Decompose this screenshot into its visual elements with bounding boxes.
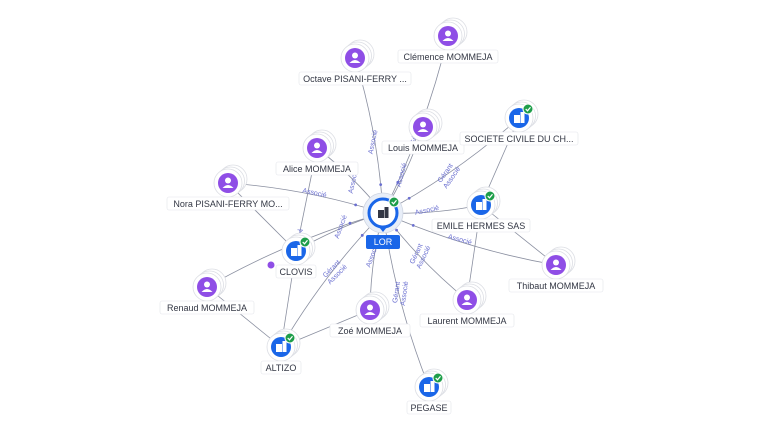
edge-label-octave: Associé	[368, 129, 380, 155]
verified-check-icon	[299, 236, 311, 248]
node-label-louis: Louis MOMMEJA	[388, 143, 458, 153]
graph-node-alice[interactable]: Alice MOMMEJA	[275, 129, 359, 176]
center-node-pointer	[379, 227, 387, 232]
edge-label-clovis: Associé	[334, 214, 349, 240]
edge-label-thibaut: Associé	[447, 234, 473, 247]
person-icon	[364, 304, 376, 315]
building-icon	[476, 199, 487, 210]
expand-dot-icon[interactable]	[267, 261, 275, 269]
edge-arrow-altizo	[360, 233, 364, 237]
graph-node-zoe[interactable]: Zoé MOMMEJA	[329, 291, 411, 338]
node-label-renaud: Renaud MOMMEJA	[167, 303, 247, 313]
graph-node-nora[interactable]: Nora PISANI-FERRY MO...	[166, 164, 290, 211]
building-icon	[291, 245, 302, 256]
node-label-box	[275, 161, 359, 176]
node-label-zoe: Zoé MOMMEJA	[338, 326, 402, 336]
node-label-box	[381, 140, 465, 155]
graph-node-altizo[interactable]: ALTIZO	[260, 328, 302, 375]
edge-thibaut-lor	[382, 212, 557, 266]
edge-label-pegase: Associé	[400, 281, 410, 306]
edge-arrow-renaud	[348, 221, 352, 225]
graph-node-louis[interactable]: Louis MOMMEJA	[381, 108, 465, 155]
node-label-emile: EMILE HERMES SAS	[437, 221, 526, 231]
node-label-box	[329, 323, 411, 338]
person-icon	[461, 294, 473, 305]
edge-label-louis: Associé	[396, 162, 409, 188]
graph-node-thibaut[interactable]: Thibaut MOMMEJA	[508, 246, 604, 293]
node-label-societe: SOCIETE CIVILE DU CH...	[464, 134, 573, 144]
person-icon	[311, 142, 323, 153]
verified-check-icon	[284, 332, 296, 344]
node-label-pegase: PEGASE	[410, 403, 447, 413]
person-icon	[550, 259, 562, 270]
edge-arrow-laurent	[395, 228, 398, 232]
edge-emile-thibaut	[480, 204, 557, 266]
graph-node-pegase[interactable]: PEGASE	[406, 368, 452, 415]
edge-arrow-societe	[407, 196, 411, 200]
node-label-clovis: CLOVIS	[279, 267, 312, 277]
verified-check-icon	[388, 196, 400, 208]
node-label-box	[431, 218, 531, 233]
node-label-clemence: Clémence MOMMEJA	[403, 52, 492, 62]
edge-label-emile: Associé	[414, 205, 440, 217]
verified-check-icon	[484, 190, 496, 202]
graph-node-clovis[interactable]: CLOVIS	[275, 232, 317, 279]
edge-nora-clovis	[227, 182, 297, 252]
person-icon	[442, 30, 454, 41]
graph-node-octave[interactable]: Octave PISANI-FERRY ...	[298, 39, 412, 86]
edge-arrow-octave	[379, 183, 383, 187]
node-label-box	[397, 49, 499, 64]
edge-pegase-lor	[382, 212, 430, 388]
node-label-octave: Octave PISANI-FERRY ...	[303, 74, 407, 84]
edge-label-pegase: Gérant	[392, 281, 402, 303]
graph-node-renaud[interactable]: Renaud MOMMEJA	[159, 268, 255, 315]
person-icon	[222, 177, 234, 188]
edge-arrow-clemence	[396, 180, 400, 184]
building-icon	[378, 207, 389, 218]
node-label-box	[260, 360, 302, 375]
graph-nodes: Clémence MOMMEJA Octave PISANI-FERRY ... L…	[159, 17, 604, 415]
person-icon	[349, 52, 361, 63]
node-label-box	[159, 300, 255, 315]
graph-node-laurent[interactable]: Laurent MOMMEJA	[419, 281, 515, 328]
edge-arrow-thibaut	[411, 224, 415, 227]
node-label-box	[166, 196, 290, 211]
node-label-box	[406, 400, 452, 415]
edge-arrow-nora	[354, 203, 358, 207]
building-icon	[276, 341, 287, 352]
graph-node-emile[interactable]: EMILE HERMES SAS	[431, 186, 531, 233]
building-icon	[424, 381, 435, 392]
node-label-box	[298, 71, 412, 86]
node-label-alice: Alice MOMMEJA	[283, 164, 351, 174]
node-label-nora: Nora PISANI-FERRY MO...	[173, 199, 282, 209]
edge-label-alice: Associé	[348, 169, 360, 195]
node-label-box	[275, 264, 317, 279]
node-label-altizo: ALTIZO	[266, 363, 297, 373]
node-label-box	[508, 278, 604, 293]
node-label-box	[419, 313, 515, 328]
center-node-lor[interactable]: LOR	[362, 192, 404, 249]
center-label-box	[366, 235, 400, 249]
person-icon	[417, 121, 429, 132]
edge-label-nora: Associé	[302, 187, 328, 199]
node-label-thibaut: Thibaut MOMMEJA	[517, 281, 596, 291]
graph-node-clemence[interactable]: Clémence MOMMEJA	[397, 17, 499, 64]
edge-renaud-altizo	[206, 286, 282, 348]
graph-node-societe[interactable]: SOCIETE CIVILE DU CH...	[459, 99, 579, 146]
node-label-laurent: Laurent MOMMEJA	[427, 316, 506, 326]
center-label: LOR	[374, 237, 393, 247]
building-icon	[514, 112, 525, 123]
verified-check-icon	[432, 372, 444, 384]
person-icon	[201, 281, 213, 292]
node-label-box	[459, 131, 579, 146]
verified-check-icon	[522, 103, 534, 115]
